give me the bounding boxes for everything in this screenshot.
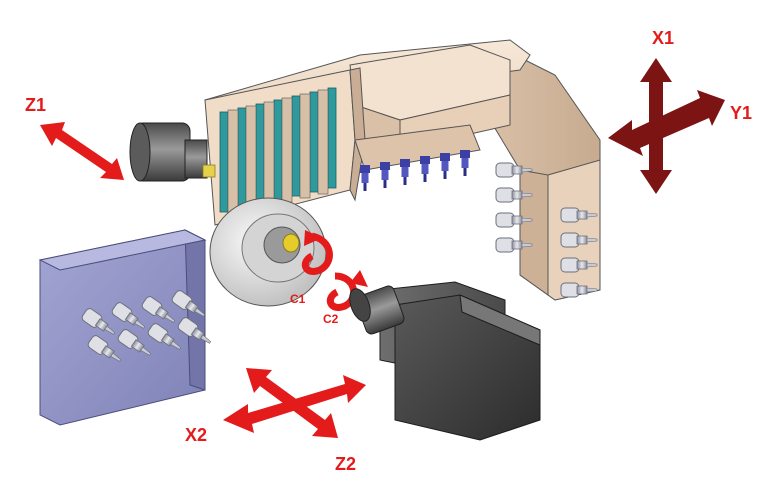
x2-z2-arrow-cross xyxy=(223,368,366,438)
gang-tools xyxy=(219,87,337,215)
x1-y1-arrow-cross xyxy=(608,58,725,194)
label-c2: C2 xyxy=(323,312,339,326)
lower-tool-block xyxy=(38,229,215,426)
label-y1: Y1 xyxy=(730,103,752,123)
main-spindle xyxy=(129,122,216,182)
sub-spindle xyxy=(349,281,541,441)
turret-disc xyxy=(209,197,327,307)
c-axis-rotation-arrows xyxy=(301,230,368,311)
label-x2: X2 xyxy=(185,425,207,445)
z1-arrow xyxy=(40,122,124,180)
gang-tool-slide xyxy=(204,39,601,301)
label-z1: Z1 xyxy=(25,95,46,115)
label-c1: C1 xyxy=(290,292,306,306)
label-x1: X1 xyxy=(652,28,674,48)
label-z2: Z2 xyxy=(335,454,356,474)
